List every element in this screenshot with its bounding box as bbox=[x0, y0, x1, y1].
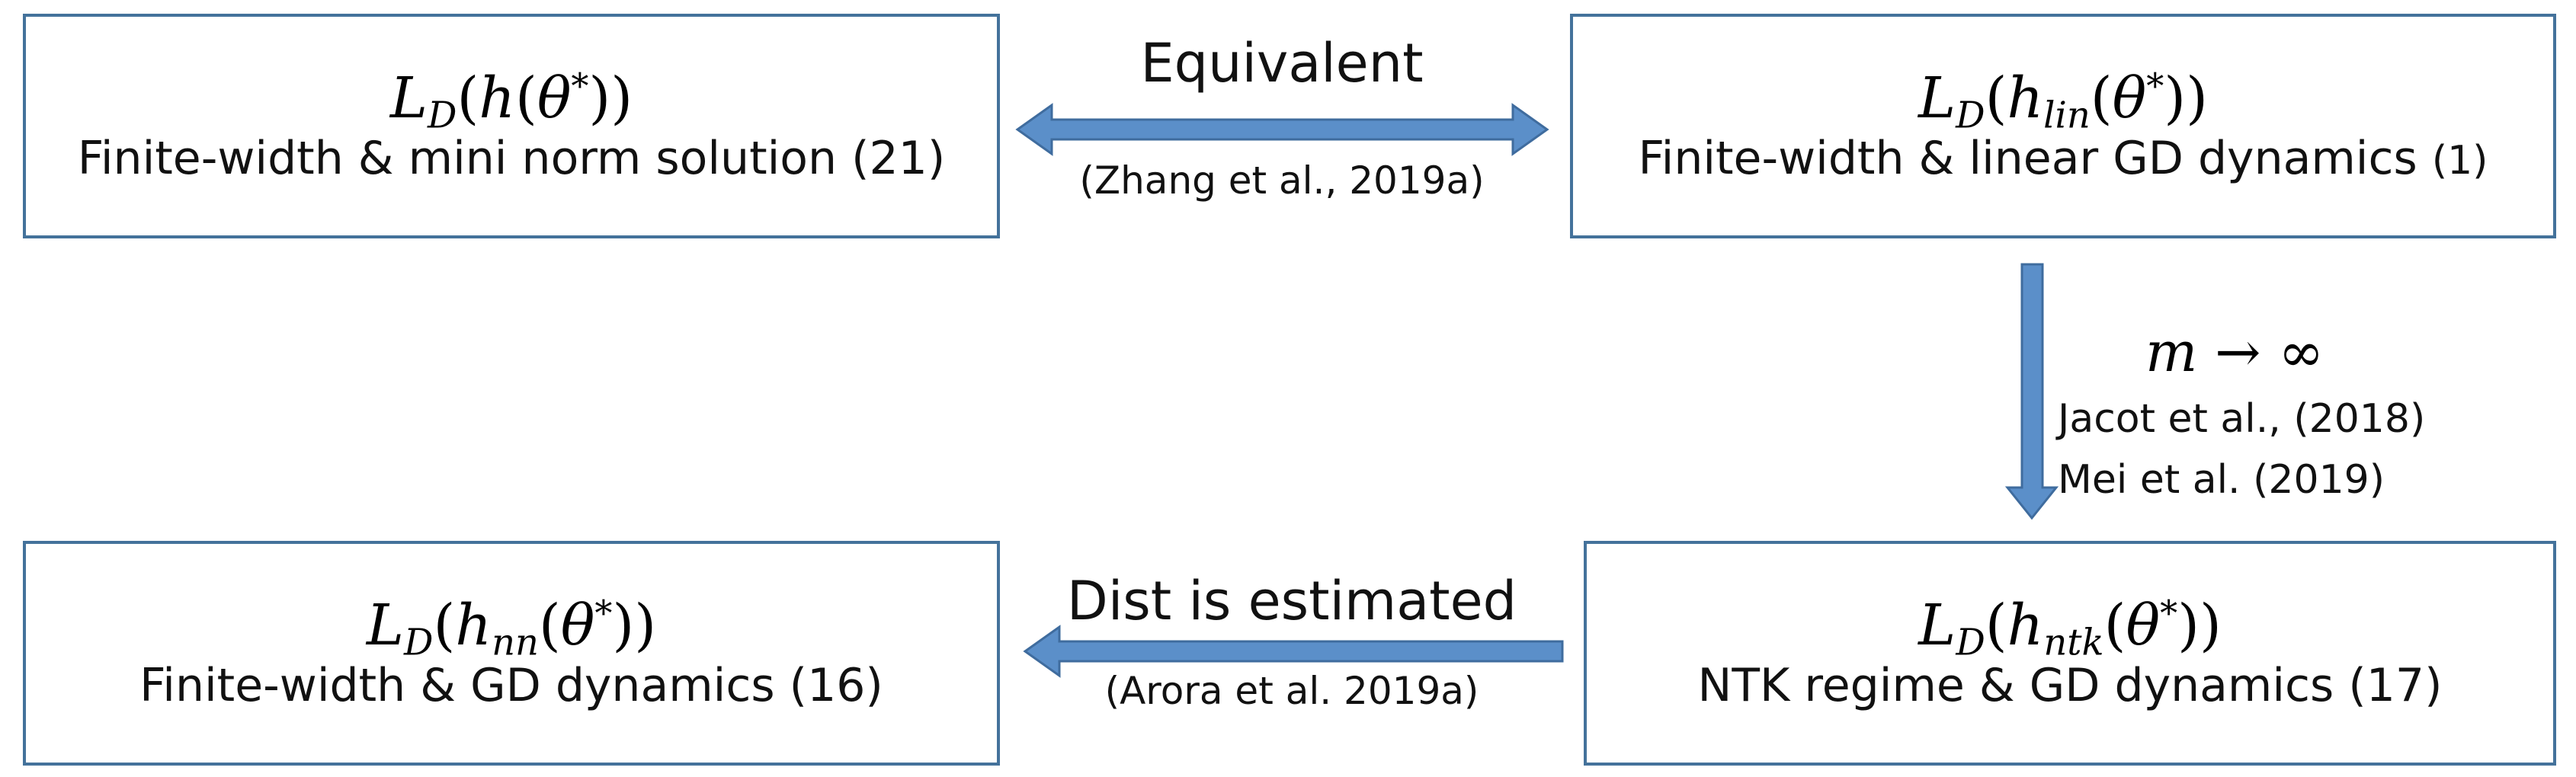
label-equivalent: Equivalent bbox=[1140, 32, 1424, 94]
formula-top-right: LD(hlin(θ*)) bbox=[1918, 65, 2208, 137]
citation-mei: Mei et al. (2019) bbox=[2058, 457, 2385, 503]
citation-zhang: (Zhang et al., 2019a) bbox=[1079, 158, 1485, 203]
description-top-right: Finite-width & linear GD dynamics (1) bbox=[1638, 132, 2488, 186]
limit-down-arrow bbox=[2004, 263, 2059, 520]
box-bottom-right: LD(hntk(θ*)) NTK regime & GD dynamics (1… bbox=[1584, 541, 2556, 766]
label-dist-estimated: Dist is estimated bbox=[1066, 570, 1517, 632]
box-bottom-left: LD(hnn(θ*)) Finite-width & GD dynamics (… bbox=[23, 541, 1000, 766]
citation-jacot: Jacot et al., (2018) bbox=[2058, 396, 2426, 442]
citation-arora: (Arora et al. 2019a) bbox=[1104, 669, 1479, 713]
estimate-left-arrow bbox=[1023, 625, 1564, 678]
description-bottom-left: Finite-width & GD dynamics (16) bbox=[139, 659, 883, 713]
formula-top-left: LD(h(θ*)) bbox=[389, 65, 633, 137]
equivalent-double-arrow bbox=[1015, 103, 1549, 156]
box-top-right: LD(hlin(θ*)) Finite-width & linear GD dy… bbox=[1570, 14, 2556, 238]
description-bottom-right: NTK regime & GD dynamics (17) bbox=[1697, 659, 2443, 713]
label-limit-m-infinity: m → ∞ bbox=[2145, 320, 2324, 384]
box-top-left: LD(h(θ*)) Finite-width & mini norm solut… bbox=[23, 14, 1000, 238]
formula-bottom-right: LD(hntk(θ*)) bbox=[1918, 592, 2222, 664]
description-top-left: Finite-width & mini norm solution (21) bbox=[77, 132, 946, 186]
formula-bottom-left: LD(hnn(θ*)) bbox=[366, 592, 657, 664]
